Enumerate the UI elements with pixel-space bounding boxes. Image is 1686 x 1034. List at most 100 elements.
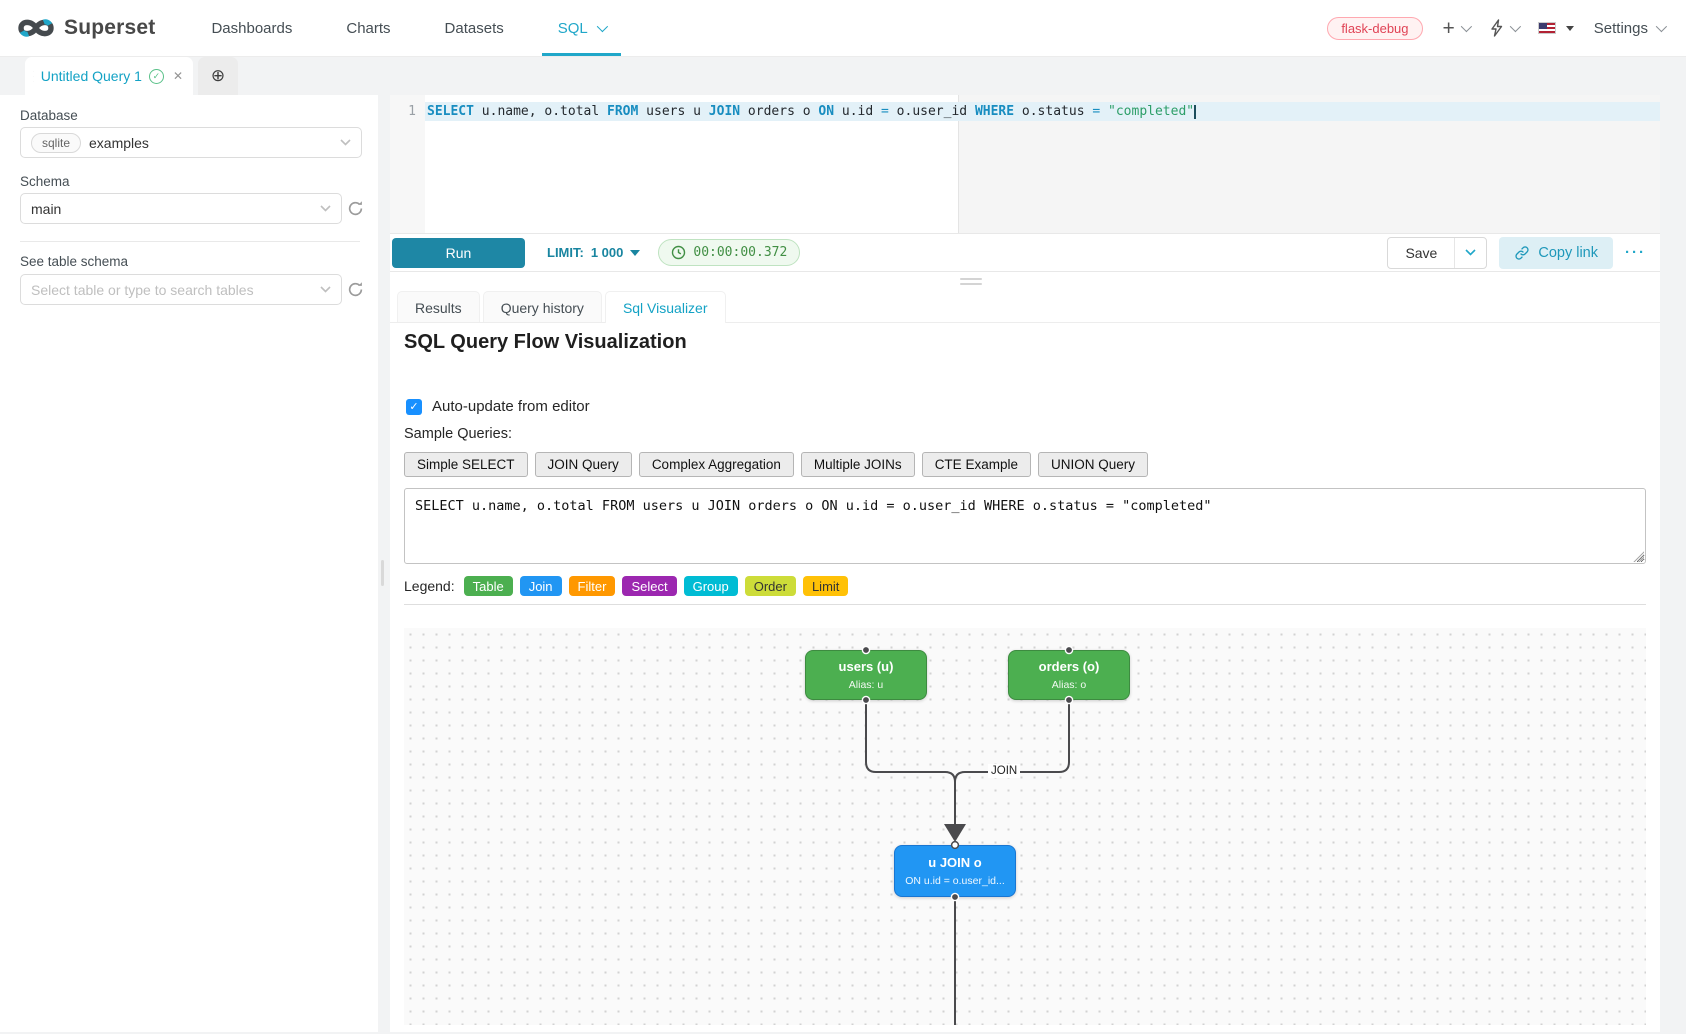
- database-value: examples: [89, 134, 149, 151]
- chevron-down-icon: [320, 286, 331, 293]
- nav-item-sql[interactable]: SQL: [541, 0, 621, 56]
- legend-badge-table: Table: [463, 576, 513, 596]
- nav-items: Dashboards Charts Datasets SQL: [211, 0, 621, 56]
- legend-badge-group: Group: [683, 576, 738, 596]
- tab-query-history[interactable]: Query history: [482, 291, 602, 323]
- save-split-button: Save: [1387, 236, 1488, 269]
- database-label: Database: [20, 108, 78, 123]
- sample-query-button-cte-example[interactable]: CTE Example: [921, 452, 1031, 477]
- elapsed-time: 00:00:00.372: [693, 245, 788, 260]
- sample-query-button-complex-aggregation[interactable]: Complex Aggregation: [638, 452, 794, 477]
- legend-badge-limit: Limit: [802, 576, 849, 596]
- sample-query-button-union-query[interactable]: UNION Query: [1037, 452, 1148, 477]
- infinity-logo-icon: [18, 19, 54, 37]
- auto-update-checkbox-row[interactable]: ✓ Auto-update from editor: [406, 398, 590, 415]
- plus-icon: +: [1442, 16, 1455, 40]
- nav-item-datasets[interactable]: Datasets: [444, 19, 504, 37]
- chevron-down-icon: [320, 205, 331, 212]
- schema-select[interactable]: main: [20, 193, 342, 224]
- link-icon: [1515, 245, 1529, 260]
- settings-menu[interactable]: Settings: [1593, 19, 1668, 37]
- close-tab-icon[interactable]: ✕: [172, 69, 183, 83]
- copy-link-button[interactable]: Copy link: [1499, 236, 1613, 269]
- add-menu-button[interactable]: +: [1442, 16, 1472, 40]
- lightning-icon: [1491, 19, 1502, 37]
- south-pane-resize-handle[interactable]: [960, 278, 982, 288]
- navbar-right: flask-debug + Settings: [1327, 16, 1668, 40]
- chevron-down-icon: [1509, 20, 1521, 33]
- active-line-highlight: [425, 102, 1660, 121]
- sql-lab-sidebar: Database sqlite examples Schema main See…: [0, 95, 378, 1032]
- environment-tag-badge: flask-debug: [1327, 16, 1423, 40]
- chevron-down-icon: [1465, 249, 1476, 256]
- line-number: 1: [408, 104, 416, 119]
- save-options-button[interactable]: [1454, 237, 1486, 268]
- clock-icon: [672, 245, 686, 260]
- flow-node-orders[interactable]: orders (o)Alias: o: [1008, 650, 1130, 700]
- query-tab[interactable]: Untitled Query 1 ✓ ✕: [25, 57, 193, 95]
- table-schema-label: See table schema: [20, 254, 129, 269]
- auto-update-checkbox[interactable]: ✓: [406, 398, 422, 415]
- legend-badge-select: Select: [622, 576, 677, 596]
- copy-link-label: Copy link: [1538, 244, 1598, 261]
- drag-handle-icon[interactable]: [33, 68, 34, 84]
- nav-item-charts[interactable]: Charts: [346, 19, 391, 37]
- chevron-down-icon: [1460, 20, 1472, 33]
- chevron-down-icon: [1655, 20, 1668, 33]
- chevron-down-icon: [340, 139, 351, 146]
- caret-down-icon: [1565, 25, 1574, 31]
- editor-gutter: 1: [390, 95, 425, 233]
- us-flag-icon: [1537, 22, 1556, 34]
- print-margin: [958, 95, 959, 233]
- save-button[interactable]: Save: [1405, 244, 1438, 261]
- table-select[interactable]: Select table or type to search tables: [20, 274, 342, 305]
- tab-results[interactable]: Results: [397, 291, 480, 323]
- query-input[interactable]: [404, 488, 1646, 564]
- query-search-button[interactable]: [1489, 19, 1521, 37]
- legend-badge-order: Order: [744, 576, 796, 596]
- textarea-resize-grip[interactable]: [1632, 550, 1644, 562]
- run-button[interactable]: Run: [392, 237, 525, 268]
- flow-canvas[interactable]: users (u)Alias: u orders (o)Alias: o u JOI…: [404, 628, 1646, 1025]
- sidebar-resize-handle[interactable]: [381, 560, 384, 586]
- more-options-button[interactable]: ···: [1625, 244, 1646, 261]
- schema-label: Schema: [20, 174, 70, 189]
- settings-label: Settings: [1593, 19, 1648, 37]
- table-select-placeholder: Select table or type to search tables: [31, 281, 254, 298]
- sidebar-divider: [20, 241, 360, 242]
- new-tab-button[interactable]: ⊕: [198, 57, 238, 95]
- limit-label: LIMIT:: [547, 245, 584, 260]
- query-tab-strip: Untitled Query 1 ✓ ✕ ⊕: [0, 57, 1686, 95]
- sql-code-editor[interactable]: 1 SELECT u.name, o.total FROM users u JO…: [390, 95, 1660, 233]
- nav-item-dashboards[interactable]: Dashboards: [211, 19, 293, 37]
- page-title: SQL Query Flow Visualization: [404, 331, 687, 353]
- editor-toolbar: Run LIMIT: 1 000 00:00:00.372 Save Copy …: [390, 234, 1660, 271]
- navbar: Superset Dashboards Charts Datasets SQL fla…: [0, 0, 1686, 57]
- flow-node-users[interactable]: users (u)Alias: u: [805, 650, 927, 700]
- elapsed-timer-badge: 00:00:00.372: [658, 239, 801, 266]
- chevron-down-icon: [596, 20, 608, 33]
- sample-query-button-multiple-joins[interactable]: Multiple JOINs: [800, 452, 915, 477]
- schema-value: main: [31, 200, 62, 217]
- refresh-schema-icon[interactable]: [347, 200, 364, 217]
- sql-code-line: SELECT u.name, o.total FROM users u JOIN…: [427, 104, 1197, 119]
- query-tab-title: Untitled Query 1: [40, 68, 142, 84]
- superset-logo[interactable]: Superset: [16, 14, 155, 42]
- limit-dropdown[interactable]: LIMIT: 1 000: [547, 245, 641, 260]
- sample-query-button-simple-select[interactable]: Simple SELECT: [404, 452, 528, 477]
- legend-badge-join: Join: [519, 576, 562, 596]
- auto-update-label: Auto-update from editor: [432, 398, 590, 415]
- text-cursor: [1194, 104, 1197, 119]
- legend-badge-filter: Filter: [568, 576, 616, 596]
- tab-sql-visualizer[interactable]: Sql Visualizer: [604, 291, 726, 323]
- refresh-tables-icon[interactable]: [347, 281, 364, 298]
- sample-query-button-join-query[interactable]: JOIN Query: [534, 452, 632, 477]
- sample-queries-label: Sample Queries:: [404, 426, 512, 442]
- limit-value: 1 000: [590, 245, 624, 260]
- language-picker[interactable]: [1537, 22, 1574, 34]
- database-select[interactable]: sqlite examples: [20, 127, 362, 158]
